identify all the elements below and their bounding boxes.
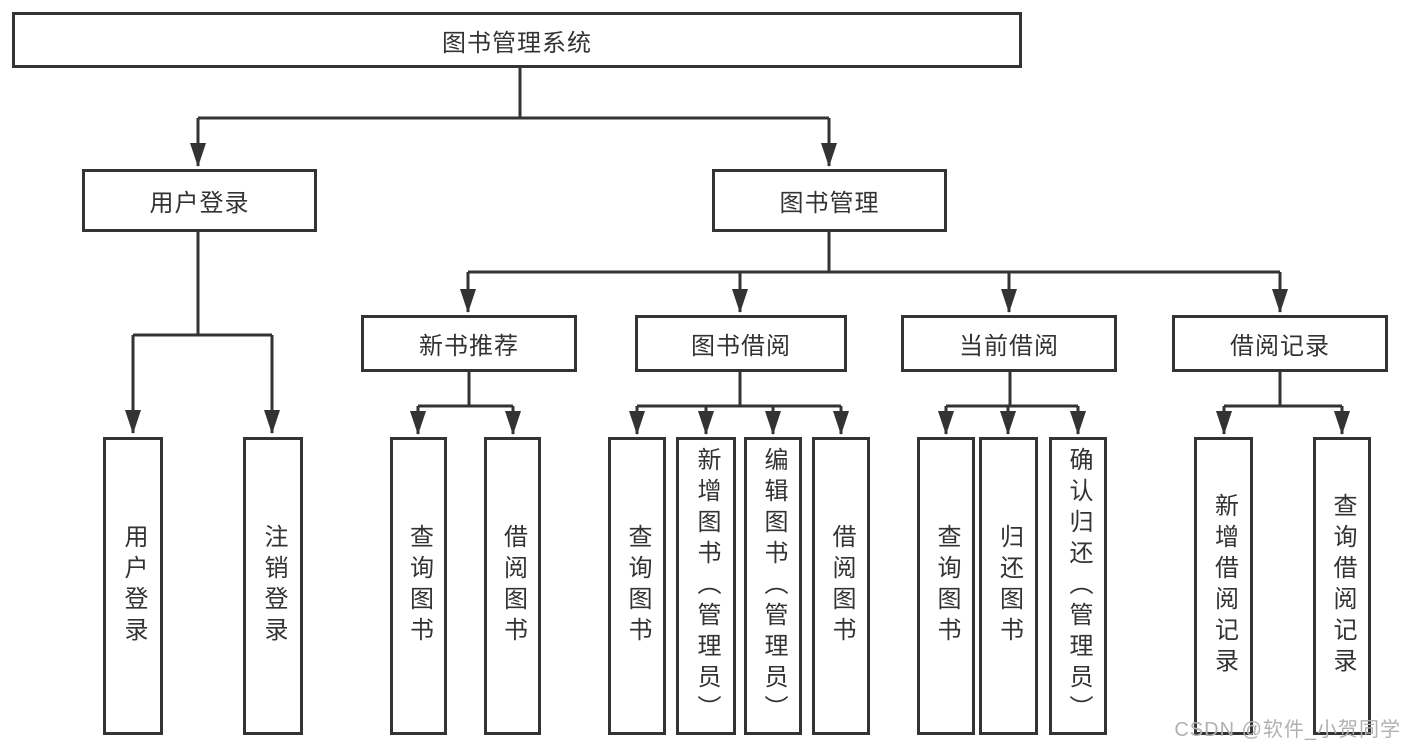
node-book-borrowing: 图书借阅 bbox=[635, 315, 847, 372]
node-label: 注销登录 bbox=[260, 524, 287, 648]
node-label: 编辑图书（管理员） bbox=[760, 446, 787, 726]
node-label: 图书管理 bbox=[779, 190, 880, 217]
connector-lines bbox=[125, 68, 1350, 435]
node-root-system: 图书管理系统 bbox=[12, 12, 1022, 68]
node-borrowing-records: 借阅记录 bbox=[1172, 315, 1388, 372]
csdn-watermark: CSDN @软件_小贺同学 bbox=[1174, 719, 1401, 741]
node-label: 新增借阅记录 bbox=[1210, 493, 1238, 679]
node-label: 用户登录 bbox=[120, 524, 147, 648]
leaf-query-books-recommend: 查询图书 bbox=[390, 437, 447, 735]
node-label: 确认归还（管理员） bbox=[1065, 446, 1092, 726]
leaf-query-books-current: 查询图书 bbox=[917, 437, 975, 735]
node-user-login: 用户登录 bbox=[82, 169, 317, 232]
node-label: 查询图书 bbox=[624, 524, 651, 648]
leaf-edit-books-admin: 编辑图书（管理员） bbox=[744, 437, 802, 735]
node-current-borrowing: 当前借阅 bbox=[901, 315, 1117, 372]
node-label: 借阅记录 bbox=[1230, 333, 1330, 360]
leaf-return-books: 归还图书 bbox=[979, 437, 1038, 735]
leaf-user-login: 用户登录 bbox=[103, 437, 163, 735]
node-label: 查询图书 bbox=[933, 524, 960, 648]
node-label: 新书推荐 bbox=[419, 333, 519, 360]
leaf-borrow-books: 借阅图书 bbox=[812, 437, 870, 735]
node-new-book-recommendation: 新书推荐 bbox=[361, 315, 577, 372]
leaf-confirm-return-admin: 确认归还（管理员） bbox=[1049, 437, 1107, 735]
node-book-management: 图书管理 bbox=[712, 169, 947, 232]
node-label: 新增图书（管理员） bbox=[693, 446, 720, 726]
node-label: 用户登录 bbox=[149, 190, 250, 217]
node-label: 查询图书 bbox=[405, 524, 433, 648]
leaf-query-borrow-record: 查询借阅记录 bbox=[1313, 437, 1371, 735]
node-label: 借阅图书 bbox=[499, 524, 527, 648]
leaf-query-books-borrow: 查询图书 bbox=[608, 437, 666, 735]
node-label: 图书借阅 bbox=[691, 333, 791, 360]
node-label: 借阅图书 bbox=[828, 524, 855, 648]
leaf-add-books-admin: 新增图书（管理员） bbox=[676, 437, 736, 735]
node-label: 图书管理系统 bbox=[442, 29, 592, 57]
leaf-borrow-books-recommend: 借阅图书 bbox=[484, 437, 541, 735]
leaf-logout: 注销登录 bbox=[243, 437, 303, 735]
node-label: 当前借阅 bbox=[959, 333, 1059, 360]
leaf-add-borrow-record: 新增借阅记录 bbox=[1194, 437, 1253, 735]
node-label: 查询借阅记录 bbox=[1329, 493, 1356, 679]
node-label: 归还图书 bbox=[995, 524, 1023, 648]
